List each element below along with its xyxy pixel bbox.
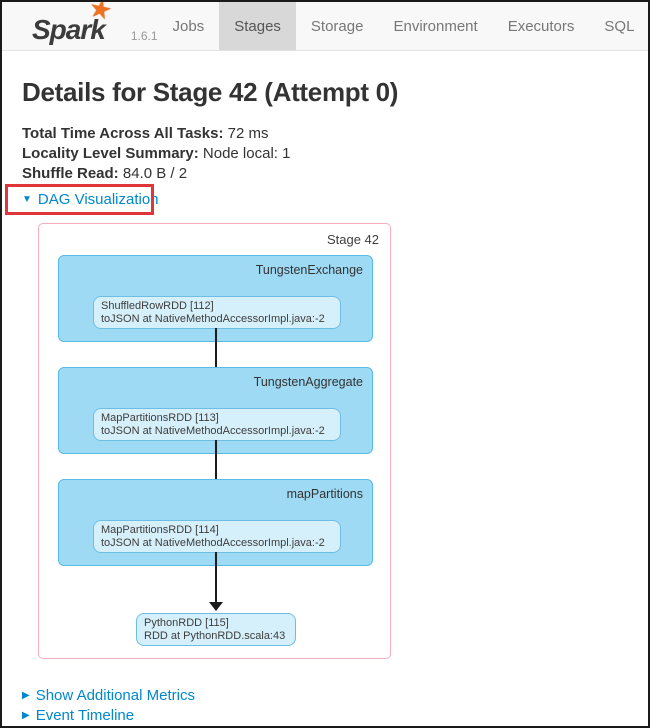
show-additional-metrics-label: Show Additional Metrics bbox=[35, 687, 195, 704]
spark-version: 1.6.1 bbox=[130, 29, 158, 43]
rdd-node-name: PythonRDD [115] bbox=[144, 617, 229, 629]
rdd-node-callsite: RDD at PythonRDD.scala:43 bbox=[144, 630, 286, 642]
timeline-toggle-row: ▶ Event Timeline bbox=[22, 705, 628, 725]
page-content: Details for Stage 42 (Attempt 0) Total T… bbox=[2, 77, 648, 725]
spark-brand[interactable]: Spark ★ 1.6.1 bbox=[32, 2, 158, 50]
dag-toggle-row: ▼ DAG Visualization bbox=[22, 189, 628, 211]
tab-stages[interactable]: Stages bbox=[219, 2, 296, 50]
tab-jobs[interactable]: Jobs bbox=[172, 18, 205, 35]
rdd-node-callsite: toJSON at NativeMethodAccessorImpl.java:… bbox=[101, 425, 325, 437]
navbar: Spark ★ 1.6.1 Jobs Stages Storage Enviro… bbox=[2, 2, 648, 51]
dag-edge-line bbox=[215, 328, 217, 398]
dag-stage-label: Stage 42 bbox=[326, 232, 379, 247]
summary-total-time-label: Total Time Across All Tasks: bbox=[22, 125, 224, 142]
nav-tabs: Jobs Stages Storage Environment Executor… bbox=[158, 2, 648, 50]
summary-shuffle-read-label: Shuffle Read: bbox=[22, 165, 119, 182]
stage-summary: Total Time Across All Tasks: 72 ms Local… bbox=[22, 124, 628, 184]
rdd-node-name: MapPartitionsRDD [113] bbox=[101, 412, 219, 424]
dag-visualization-toggle[interactable]: ▼ DAG Visualization bbox=[22, 189, 159, 211]
bottom-toggles: ▶ Show Additional Metrics ▶ Event Timeli… bbox=[22, 685, 628, 725]
event-timeline-label: Event Timeline bbox=[35, 707, 135, 724]
rdd-node-callsite: toJSON at NativeMethodAccessorImpl.java:… bbox=[101, 537, 325, 549]
rdd-node-pythonrdd-115: PythonRDD [115] RDD at PythonRDD.scala:4… bbox=[136, 613, 296, 646]
rdd-node-callsite: toJSON at NativeMethodAccessorImpl.java:… bbox=[101, 313, 325, 325]
dag-stage-box: Stage 42 TungstenExchange ShuffledRowRDD… bbox=[38, 223, 391, 659]
triangle-right-icon: ▶ bbox=[22, 710, 30, 721]
summary-shuffle-read: Shuffle Read: 84.0 B / 2 bbox=[22, 164, 628, 184]
dag-edge-line bbox=[215, 440, 217, 510]
rdd-node-name: MapPartitionsRDD [114] bbox=[101, 524, 219, 536]
summary-shuffle-read-value: 84.0 B / 2 bbox=[122, 165, 188, 182]
triangle-right-icon: ▶ bbox=[22, 690, 30, 701]
tab-executors[interactable]: Executors bbox=[507, 18, 575, 35]
dag-cluster-tungsten-exchange: TungstenExchange ShuffledRowRDD [112] to… bbox=[58, 255, 373, 342]
cluster-label: TungstenAggregate bbox=[253, 375, 363, 389]
triangle-down-icon: ▼ bbox=[22, 194, 32, 205]
dag-visualization-label: DAG Visualization bbox=[37, 191, 159, 208]
cluster-label: TungstenExchange bbox=[255, 263, 363, 277]
dag-cluster-mappartitions: mapPartitions MapPartitionsRDD [114] toJ… bbox=[58, 479, 373, 566]
tab-environment[interactable]: Environment bbox=[393, 18, 478, 35]
tab-sql[interactable]: SQL bbox=[604, 18, 635, 35]
cluster-label: mapPartitions bbox=[286, 487, 363, 501]
dag-edge-line bbox=[215, 552, 217, 604]
tab-storage[interactable]: Storage bbox=[310, 18, 364, 35]
dag-cluster-tungsten-aggregate: TungstenAggregate MapPartitionsRDD [113]… bbox=[58, 367, 373, 454]
dag-edge-arrowhead-icon bbox=[209, 602, 223, 611]
event-timeline-toggle[interactable]: ▶ Event Timeline bbox=[22, 706, 134, 726]
rdd-node-shuffledrowrdd-112: ShuffledRowRDD [112] toJSON at NativeMet… bbox=[93, 296, 341, 329]
metrics-toggle-row: ▶ Show Additional Metrics bbox=[22, 685, 628, 705]
spark-logo[interactable]: Spark bbox=[32, 14, 106, 45]
summary-locality-label: Locality Level Summary: bbox=[22, 145, 199, 162]
rdd-node-name: ShuffledRowRDD [112] bbox=[101, 300, 214, 312]
rdd-node-mappartitionsrdd-113: MapPartitionsRDD [113] toJSON at NativeM… bbox=[93, 408, 341, 441]
show-additional-metrics-toggle[interactable]: ▶ Show Additional Metrics bbox=[22, 686, 195, 706]
summary-locality-value: Node local: 1 bbox=[202, 145, 291, 162]
summary-total-time: Total Time Across All Tasks: 72 ms bbox=[22, 124, 628, 144]
summary-total-time-value: 72 ms bbox=[227, 125, 269, 142]
rdd-node-mappartitionsrdd-114: MapPartitionsRDD [114] toJSON at NativeM… bbox=[93, 520, 341, 553]
spark-star-icon: ★ bbox=[86, 0, 116, 27]
page-title: Details for Stage 42 (Attempt 0) bbox=[22, 77, 399, 107]
summary-locality: Locality Level Summary: Node local: 1 bbox=[22, 144, 628, 164]
